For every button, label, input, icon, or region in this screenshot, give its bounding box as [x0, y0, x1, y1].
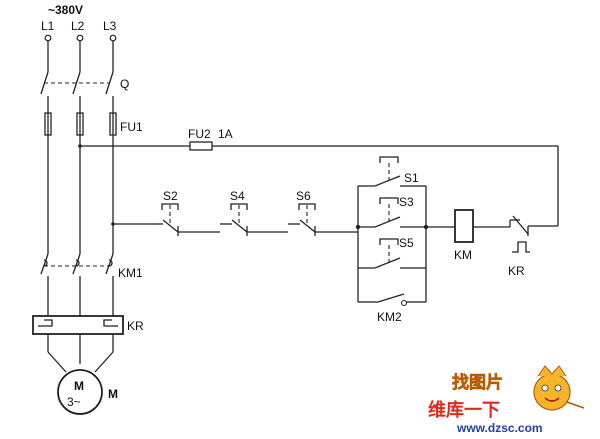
coil-km — [426, 209, 510, 243]
watermark-mascot-icon — [533, 365, 585, 411]
stop-button-s4-label: S4 — [230, 189, 245, 203]
start-button-s1 — [358, 156, 426, 187]
supply-voltage-label: ~380V — [48, 3, 83, 17]
stop-button-s6 — [288, 203, 358, 236]
control-lower-line — [111, 222, 150, 226]
control-top-line — [78, 141, 559, 226]
start-button-s3 — [358, 197, 426, 228]
thermal-relay-kr — [32, 312, 124, 373]
main-switch-q — [40, 71, 114, 113]
motor-label: M — [108, 387, 118, 401]
control-fuse-rating: 1A — [218, 127, 233, 141]
start-buttons-bus — [355, 186, 429, 302]
start-button-s1-label: S1 — [404, 171, 419, 185]
main-contactor-km1 — [40, 253, 114, 312]
stop-button-s6-label: S6 — [296, 189, 311, 203]
supply-terminals — [44, 34, 117, 42]
stop-button-s4 — [220, 203, 288, 236]
overload-contact-kr — [509, 215, 558, 253]
watermark-logo-text: 找图片 — [452, 372, 503, 393]
holding-contact-km2-label: KM2 — [377, 310, 402, 324]
phase-label-l2: L2 — [71, 19, 85, 33]
stop-button-s2 — [150, 203, 220, 236]
start-button-s5 — [358, 238, 426, 269]
phase-wires-middle — [47, 135, 114, 254]
phase-wires-upper — [47, 41, 114, 72]
main-contactor-label: KM1 — [118, 266, 143, 280]
start-button-s3-label: S3 — [399, 195, 414, 209]
watermark-chinese-text: 维库一下 — [428, 399, 500, 421]
watermark-url: www.dzsc.com — [456, 421, 543, 435]
watermark: 找图片 维库一下 www.dzsc.com — [428, 365, 585, 435]
main-fuses-label: FU1 — [120, 120, 143, 134]
control-fuse-label: FU2 — [188, 127, 211, 141]
start-button-s5-label: S5 — [399, 236, 414, 250]
motor-symbol-m: M — [74, 379, 84, 393]
main-fuses-fu1 — [44, 112, 117, 136]
holding-contact-km2 — [358, 293, 426, 307]
thermal-relay-label: KR — [127, 319, 144, 333]
motor-symbol-phase: 3~ — [67, 395, 81, 409]
coil-km-label: KM — [454, 248, 472, 262]
main-switch-label: Q — [120, 77, 129, 91]
phase-label-l3: L3 — [103, 19, 117, 33]
stop-button-s2-label: S2 — [163, 189, 178, 203]
phase-label-l1: L1 — [41, 19, 55, 33]
overload-contact-kr-label: KR — [508, 264, 525, 278]
motor — [57, 369, 103, 415]
